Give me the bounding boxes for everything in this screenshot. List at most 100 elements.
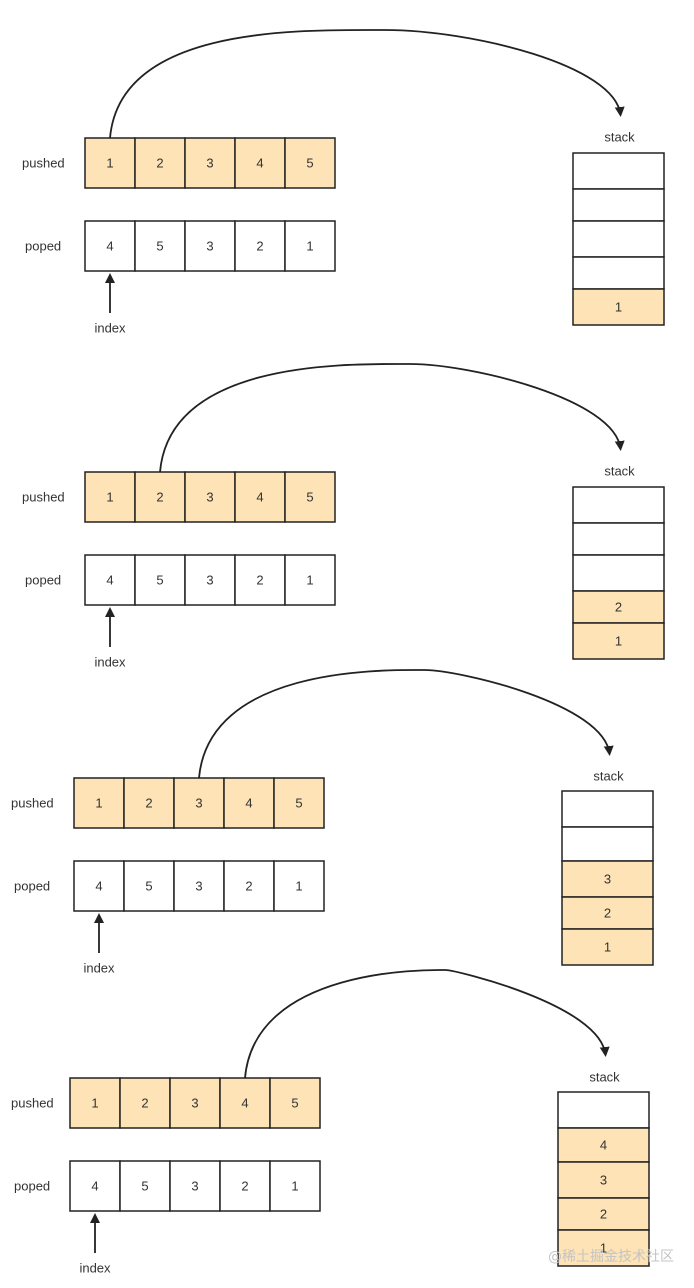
poped-cell-value: 1 [291, 1179, 298, 1194]
poped-cell-value: 5 [145, 879, 152, 894]
poped-cell-value: 4 [95, 879, 102, 894]
index-label: index [83, 961, 115, 976]
poped-cell-value: 3 [195, 879, 202, 894]
stack-slot [572, 152, 665, 190]
poped-cell [284, 220, 336, 272]
stack-item-value: 1 [615, 634, 622, 649]
pushed-cell [284, 471, 336, 523]
pushed-cell-value: 5 [306, 490, 313, 505]
stack-item-value: 1 [604, 940, 611, 955]
poped-cell [184, 554, 236, 606]
stack-label: stack [589, 1070, 620, 1085]
poped-cell-value: 5 [141, 1179, 148, 1194]
pushed-cell [119, 1077, 171, 1129]
pushed-label: pushed [11, 1096, 54, 1111]
stack-label: stack [593, 769, 624, 784]
poped-cell [184, 220, 236, 272]
pushed-cell-value: 3 [191, 1096, 198, 1111]
stack-item-value: 1 [615, 300, 622, 315]
stack-label: stack [604, 464, 635, 479]
poped-cell-value: 2 [241, 1179, 248, 1194]
pushed-cell [73, 777, 125, 829]
poped-label: poped [14, 879, 50, 894]
stack-slot [572, 288, 665, 326]
poped-cell [219, 1160, 271, 1212]
stack-slot [572, 486, 665, 524]
pushed-cell-value: 1 [106, 490, 113, 505]
poped-cell-value: 2 [256, 239, 263, 254]
poped-cell-value: 4 [106, 239, 113, 254]
index-label: index [79, 1261, 111, 1276]
pushed-cell [169, 1077, 221, 1129]
push-arrow [198, 669, 614, 779]
index-label: index [94, 655, 126, 670]
pushed-cell-value: 2 [156, 156, 163, 171]
pushed-cell-value: 3 [195, 796, 202, 811]
pushed-cell [69, 1077, 121, 1129]
pushed-label: pushed [11, 796, 54, 811]
pushed-cell [269, 1077, 321, 1129]
poped-cell-value: 5 [156, 239, 163, 254]
poped-label: poped [25, 573, 61, 588]
poped-cell [134, 554, 186, 606]
stack-slot [561, 860, 654, 898]
pushed-cell-value: 1 [95, 796, 102, 811]
stack-slot [561, 790, 654, 828]
poped-cell [169, 1160, 221, 1212]
stack-slot [572, 554, 665, 592]
pushed-label: pushed [22, 490, 65, 505]
stack-slot [557, 1161, 650, 1199]
pushed-cell [223, 777, 275, 829]
poped-cell-value: 1 [295, 879, 302, 894]
poped-cell [84, 554, 136, 606]
poped-cell [223, 860, 275, 912]
stack-slot [572, 188, 665, 222]
poped-cell-value: 4 [91, 1179, 98, 1194]
stack-item-value: 2 [604, 906, 611, 921]
pushed-cell-value: 2 [145, 796, 152, 811]
stack-item-value: 2 [615, 600, 622, 615]
pushed-cell-value: 4 [245, 796, 252, 811]
stack-label: stack [604, 130, 635, 145]
poped-cell-value: 3 [206, 573, 213, 588]
stack-slot [561, 826, 654, 862]
pushed-cell [173, 777, 225, 829]
pushed-cell-value: 1 [91, 1096, 98, 1111]
pushed-cell-value: 2 [141, 1096, 148, 1111]
pushed-cell-value: 4 [256, 490, 263, 505]
pushed-cell-value: 2 [156, 490, 163, 505]
pushed-cell-value: 3 [206, 490, 213, 505]
pushed-cell [184, 137, 236, 189]
stack-item-value: 2 [600, 1207, 607, 1222]
stack-slot [557, 1229, 650, 1267]
stack-slot [561, 928, 654, 966]
stack-slot [572, 256, 665, 290]
stack-slot [572, 522, 665, 556]
poped-cell-value: 1 [306, 239, 313, 254]
stack-slot [572, 622, 665, 660]
push-arrow [244, 969, 610, 1079]
stack-slot [557, 1197, 650, 1231]
poped-cell-value: 2 [256, 573, 263, 588]
poped-cell-value: 4 [106, 573, 113, 588]
poped-cell [134, 220, 186, 272]
stack-slot [557, 1127, 650, 1163]
poped-cell-value: 2 [245, 879, 252, 894]
poped-cell-value: 5 [156, 573, 163, 588]
poped-cell [284, 554, 336, 606]
pushed-cell-value: 5 [295, 796, 302, 811]
pushed-cell [134, 471, 186, 523]
pushed-cell-value: 1 [106, 156, 113, 171]
index-label: index [94, 321, 126, 336]
poped-cell [84, 220, 136, 272]
poped-cell [123, 860, 175, 912]
stack-slot [572, 220, 665, 258]
push-arrow [159, 363, 625, 473]
pushed-cell [184, 471, 236, 523]
poped-cell [269, 1160, 321, 1212]
